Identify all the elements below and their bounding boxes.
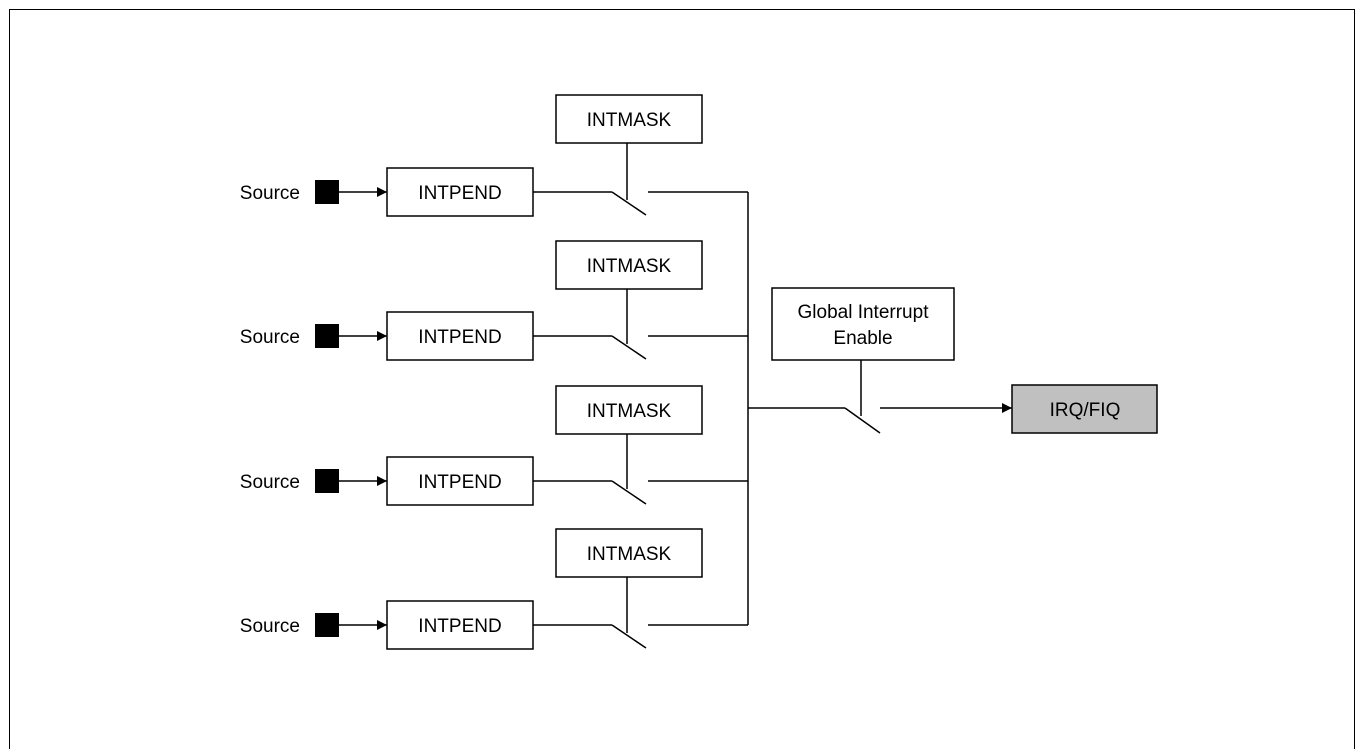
- global-enable-line2: Enable: [833, 328, 892, 349]
- intmask-box: [555, 385, 703, 435]
- intpend-label: INTPEND: [418, 472, 501, 493]
- source-label: Source: [240, 616, 300, 637]
- source-square: [315, 324, 339, 348]
- global-enable-line1: Global Interrupt: [798, 302, 930, 323]
- channel-4: Source INTPEND INTMASK: [240, 528, 748, 650]
- intpend-box: [386, 456, 534, 506]
- mask-switch: [611, 335, 647, 360]
- intmask-box: [555, 94, 703, 144]
- intmask-label: INTMASK: [587, 401, 672, 422]
- intmask-box: [555, 240, 703, 290]
- intmask-box: [555, 528, 703, 578]
- diagram-frame: [9, 9, 1355, 749]
- intpend-label: INTPEND: [418, 616, 501, 637]
- global-switch: [844, 407, 881, 434]
- source-square: [315, 469, 339, 493]
- mask-switch: [611, 191, 647, 216]
- intpend-box: [386, 167, 534, 217]
- source-square: [315, 613, 339, 637]
- source-square: [315, 180, 339, 204]
- channel-3: Source INTPEND INTMASK: [240, 385, 748, 506]
- intmask-label: INTMASK: [587, 256, 672, 277]
- global-interrupt-enable-box: [771, 287, 955, 361]
- intpend-label: INTPEND: [418, 327, 501, 348]
- intpend-label: INTPEND: [418, 183, 501, 204]
- intmask-label: INTMASK: [587, 544, 672, 565]
- mask-switch: [611, 624, 647, 649]
- irq-fiq-box: [1011, 384, 1158, 434]
- intmask-label: INTMASK: [587, 110, 672, 131]
- irq-fiq-label: IRQ/FIQ: [1050, 400, 1121, 421]
- global-section: Global Interrupt Enable IRQ/FIQ: [747, 192, 1158, 625]
- source-label: Source: [240, 472, 300, 493]
- source-label: Source: [240, 183, 300, 204]
- channel-1: Source INTPEND INTMASK: [240, 94, 748, 217]
- source-label: Source: [240, 327, 300, 348]
- intpend-box: [386, 600, 534, 650]
- channel-2: Source INTPEND INTMASK: [240, 240, 748, 361]
- mask-switch: [611, 480, 647, 505]
